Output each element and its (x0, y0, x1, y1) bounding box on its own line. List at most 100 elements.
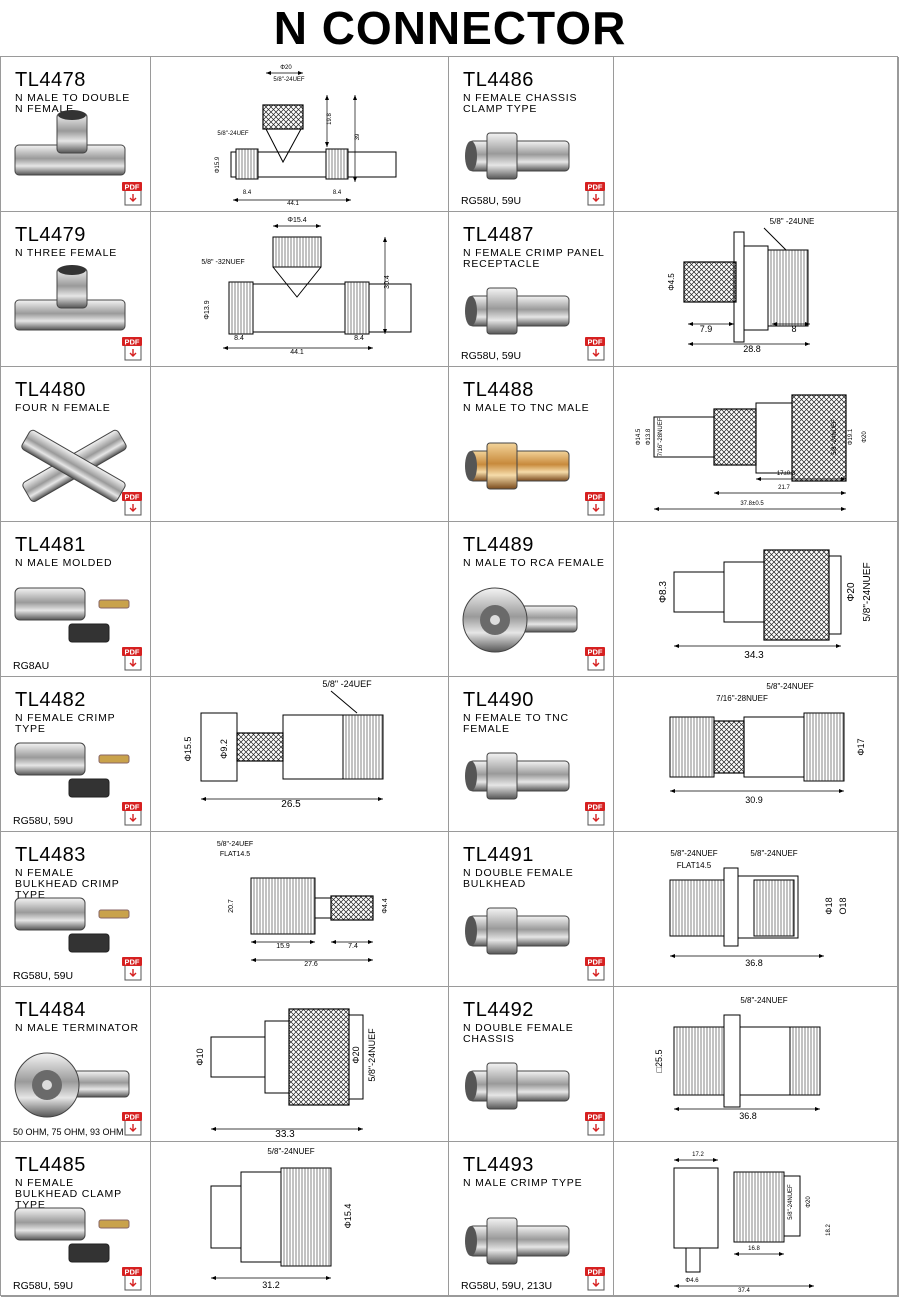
dimension-label: Φ18 (824, 897, 834, 914)
dimension-label: 5/8"-24NUEF (750, 849, 797, 858)
dimension-label: 5/8"-24NUEF (832, 419, 838, 455)
dimension-label: Φ9.2 (219, 739, 229, 759)
dimension-label: Φ10 (195, 1048, 205, 1065)
dimension-label: Φ20 (862, 431, 868, 443)
pdf-download-icon[interactable]: PDF (122, 957, 144, 981)
product-description: N FEMALE CRIMP PANEL RECEPTACLE (463, 247, 605, 270)
pdf-download-icon[interactable]: PDF (585, 492, 607, 516)
product-code: TL4485 (15, 1154, 86, 1176)
dimension-label: 37.8±0.5 (740, 501, 764, 507)
dimension-label: 44.1 (287, 201, 299, 207)
drawing-cell: Φ10 Φ20 5/8"-24NUEF 33.3 (151, 987, 449, 1142)
product-code: TL4487 (463, 224, 534, 246)
pdf-download-icon[interactable]: PDF (585, 647, 607, 671)
drawing-cell (151, 367, 449, 522)
dimension-label: 21.7 (778, 485, 790, 491)
product-code: TL4493 (463, 1154, 534, 1176)
dimension-label: 27.6 (304, 961, 318, 968)
dimension-label: Φ20 (806, 1196, 812, 1208)
dimension-label: Φ20 (280, 65, 292, 71)
product-description: N DOUBLE FEMALE CHASSIS (463, 1022, 574, 1045)
dimension-label: 36.8 (739, 1111, 757, 1121)
dimension-label: 5/8" -24UEF (322, 679, 372, 689)
dimension-label: 8.4 (234, 335, 244, 342)
dimension-label: 16.8 (748, 1246, 760, 1252)
product-description: N MALE TO RCA FEMALE (463, 557, 605, 569)
svg-text:PDF: PDF (588, 648, 603, 657)
dimension-label: 5/8"-24NUEF (862, 562, 873, 621)
drawing-cell (151, 522, 449, 677)
dimension-label: 5/8" -24UNE (770, 217, 815, 226)
product-description: N FEMALE CRIMP TYPE (15, 712, 116, 735)
product-description: N MALE TO TNC MALE (463, 402, 590, 414)
dimension-label: 5/8"-24NUEF (367, 1028, 377, 1082)
product-description: N FEMALE BULKHEAD CLAMP TYPE (15, 1177, 122, 1211)
svg-text:PDF: PDF (588, 958, 603, 967)
svg-text:PDF: PDF (588, 183, 603, 192)
connector-photo (14, 742, 130, 798)
connector-photo (21, 429, 127, 502)
pdf-download-icon[interactable]: PDF (122, 337, 144, 361)
pdf-download-icon[interactable]: PDF (122, 802, 144, 826)
connector-photo (14, 1052, 130, 1118)
svg-text:PDF: PDF (588, 493, 603, 502)
pdf-download-icon[interactable]: PDF (122, 1112, 144, 1136)
cable-type: RG58U, 59U (461, 195, 522, 207)
product-code: TL4481 (15, 534, 86, 556)
pdf-download-icon[interactable]: PDF (585, 1112, 607, 1136)
svg-text:PDF: PDF (588, 338, 603, 347)
svg-text:PDF: PDF (125, 1268, 140, 1277)
product-description: N FEMALE BULKHEAD CRIMP TYPE (15, 867, 120, 901)
product-code: TL4491 (463, 844, 534, 866)
dimension-label: 18.2 (826, 1224, 832, 1236)
dimension-label: 7.4 (348, 943, 358, 950)
pdf-download-icon[interactable]: PDF (122, 647, 144, 671)
pdf-download-icon[interactable]: PDF (122, 1267, 144, 1291)
pdf-download-icon[interactable]: PDF (122, 492, 144, 516)
dimension-label: 7.9 (700, 324, 713, 334)
drawing-cell (614, 57, 899, 212)
dimension-drawing: 5/8"-24NUEF□25.536.8 (654, 996, 821, 1121)
dimension-label: 39 (355, 133, 361, 140)
dimension-label: Φ20 (351, 1046, 361, 1063)
product-description: N FEMALE CHASSIS CLAMP TYPE (463, 92, 578, 115)
pdf-download-icon[interactable]: PDF (585, 1267, 607, 1291)
dimension-label: 7/16"-28NUEF (658, 417, 664, 456)
dimension-label: Φ14.5 (636, 428, 642, 445)
dimension-label: 33.3 (275, 1129, 295, 1140)
product-description: N THREE FEMALE (15, 247, 118, 259)
svg-text:PDF: PDF (588, 1113, 603, 1122)
pdf-download-icon[interactable]: PDF (585, 802, 607, 826)
dimension-label: 8 (791, 324, 796, 334)
product-description: N MALE TERMINATOR (15, 1022, 139, 1034)
product-code: TL4488 (463, 379, 534, 401)
pdf-download-icon[interactable]: PDF (585, 957, 607, 981)
product-code: TL4489 (463, 534, 534, 556)
dimension-label: 5/8"-24NUEF (670, 849, 717, 858)
dimension-label: 20.7 (228, 899, 235, 913)
product-code: TL4490 (463, 689, 534, 711)
dimension-label: Φ8.3 (658, 581, 669, 603)
connector-photo (14, 110, 126, 176)
dimension-label: Φ15.4 (343, 1204, 353, 1229)
dimension-label: 15.9 (276, 943, 290, 950)
dimension-label: 44.1 (290, 349, 304, 356)
pdf-download-icon[interactable]: PDF (585, 182, 607, 206)
dimension-label: 36.8 (745, 958, 763, 968)
pdf-download-icon[interactable]: PDF (585, 337, 607, 361)
pdf-download-icon[interactable]: PDF (122, 182, 144, 206)
